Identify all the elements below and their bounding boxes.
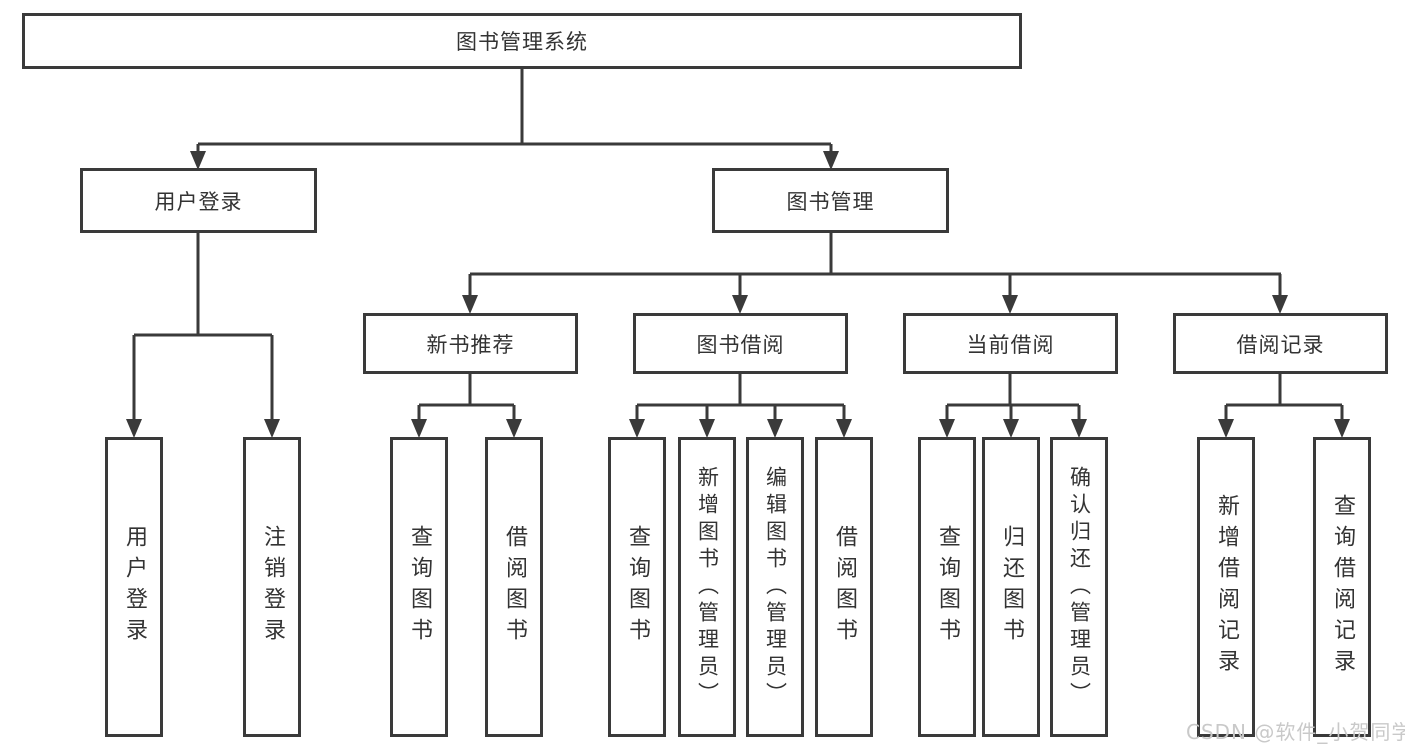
node-book-borrowing-label: 图书借阅 xyxy=(696,332,785,357)
node-borrowing-records-label: 借阅记录 xyxy=(1236,332,1325,357)
leaf-logout-label: 注销登录 xyxy=(260,525,285,649)
leaf-query-books-current: 查询图书 xyxy=(918,437,976,737)
leaf-confirm-return-admin-label: 确认归还（管理员） xyxy=(1067,465,1092,709)
node-borrowing-records: 借阅记录 xyxy=(1173,313,1388,374)
leaf-logout: 注销登录 xyxy=(243,437,301,737)
leaf-edit-books-admin-label: 编辑图书（管理员） xyxy=(763,465,788,709)
leaf-user-login-label: 用户登录 xyxy=(122,525,147,649)
node-book-management-label: 图书管理 xyxy=(786,189,875,214)
leaf-return-books: 归还图书 xyxy=(982,437,1040,737)
node-book-borrowing: 图书借阅 xyxy=(633,313,848,374)
leaf-edit-books-admin: 编辑图书（管理员） xyxy=(746,437,804,737)
node-new-book-recommend: 新书推荐 xyxy=(363,313,578,374)
node-current-borrowing-label: 当前借阅 xyxy=(966,332,1055,357)
leaf-query-books-current-label: 查询图书 xyxy=(935,525,960,649)
csdn-watermark: CSDN @软件_小贺同学 xyxy=(1186,720,1405,744)
leaf-query-borrow-record-label: 查询借阅记录 xyxy=(1330,494,1355,680)
node-book-management: 图书管理 xyxy=(712,168,949,233)
node-root: 图书管理系统 xyxy=(22,13,1022,69)
leaf-add-borrow-record: 新增借阅记录 xyxy=(1197,437,1255,737)
node-user-login-label: 用户登录 xyxy=(154,189,243,214)
node-user-login: 用户登录 xyxy=(80,168,317,233)
leaf-query-books-borrowing-label: 查询图书 xyxy=(625,525,650,649)
leaf-borrow-books-recommend-label: 借阅图书 xyxy=(502,525,527,649)
node-new-book-recommend-label: 新书推荐 xyxy=(426,332,515,357)
leaf-add-books-admin-label: 新增图书（管理员） xyxy=(695,465,720,709)
leaf-query-borrow-record: 查询借阅记录 xyxy=(1313,437,1371,737)
node-current-borrowing: 当前借阅 xyxy=(903,313,1118,374)
leaf-user-login: 用户登录 xyxy=(105,437,163,737)
leaf-borrow-books-label: 借阅图书 xyxy=(832,525,857,649)
leaf-add-books-admin: 新增图书（管理员） xyxy=(678,437,736,737)
leaf-confirm-return-admin: 确认归还（管理员） xyxy=(1050,437,1108,737)
leaf-query-books-recommend: 查询图书 xyxy=(390,437,448,737)
leaf-add-borrow-record-label: 新增借阅记录 xyxy=(1214,494,1239,680)
leaf-query-books-recommend-label: 查询图书 xyxy=(407,525,432,649)
leaf-query-books-borrowing: 查询图书 xyxy=(608,437,666,737)
node-root-label: 图书管理系统 xyxy=(456,30,588,54)
leaf-return-books-label: 归还图书 xyxy=(999,525,1024,649)
leaf-borrow-books-recommend: 借阅图书 xyxy=(485,437,543,737)
leaf-borrow-books: 借阅图书 xyxy=(815,437,873,737)
